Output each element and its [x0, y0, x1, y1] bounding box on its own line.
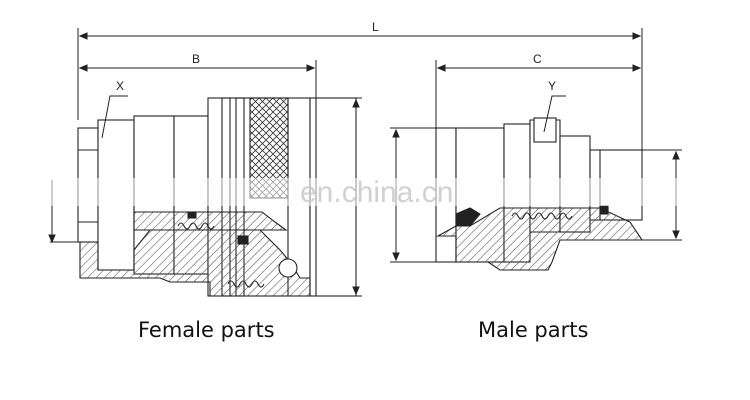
female-callout-label: X: [116, 79, 124, 93]
overall-dimension: [77, 28, 643, 150]
male-length-label: C: [533, 52, 542, 66]
female-length-label: B: [192, 52, 200, 66]
watermark-text: en.china.cn: [300, 176, 453, 209]
overall-length-label: L: [372, 20, 379, 34]
male-diameter-dimensions: [390, 127, 682, 263]
female-length-dimension: [78, 60, 317, 98]
female-callout: [101, 95, 128, 139]
male-callout-label: Y: [548, 79, 556, 93]
male-callout: [543, 95, 566, 133]
male-length-dimension: [435, 60, 642, 128]
watermark-band: [40, 178, 700, 206]
male-parts-caption: Male parts: [478, 318, 589, 342]
female-parts-caption: Female parts: [138, 318, 275, 342]
